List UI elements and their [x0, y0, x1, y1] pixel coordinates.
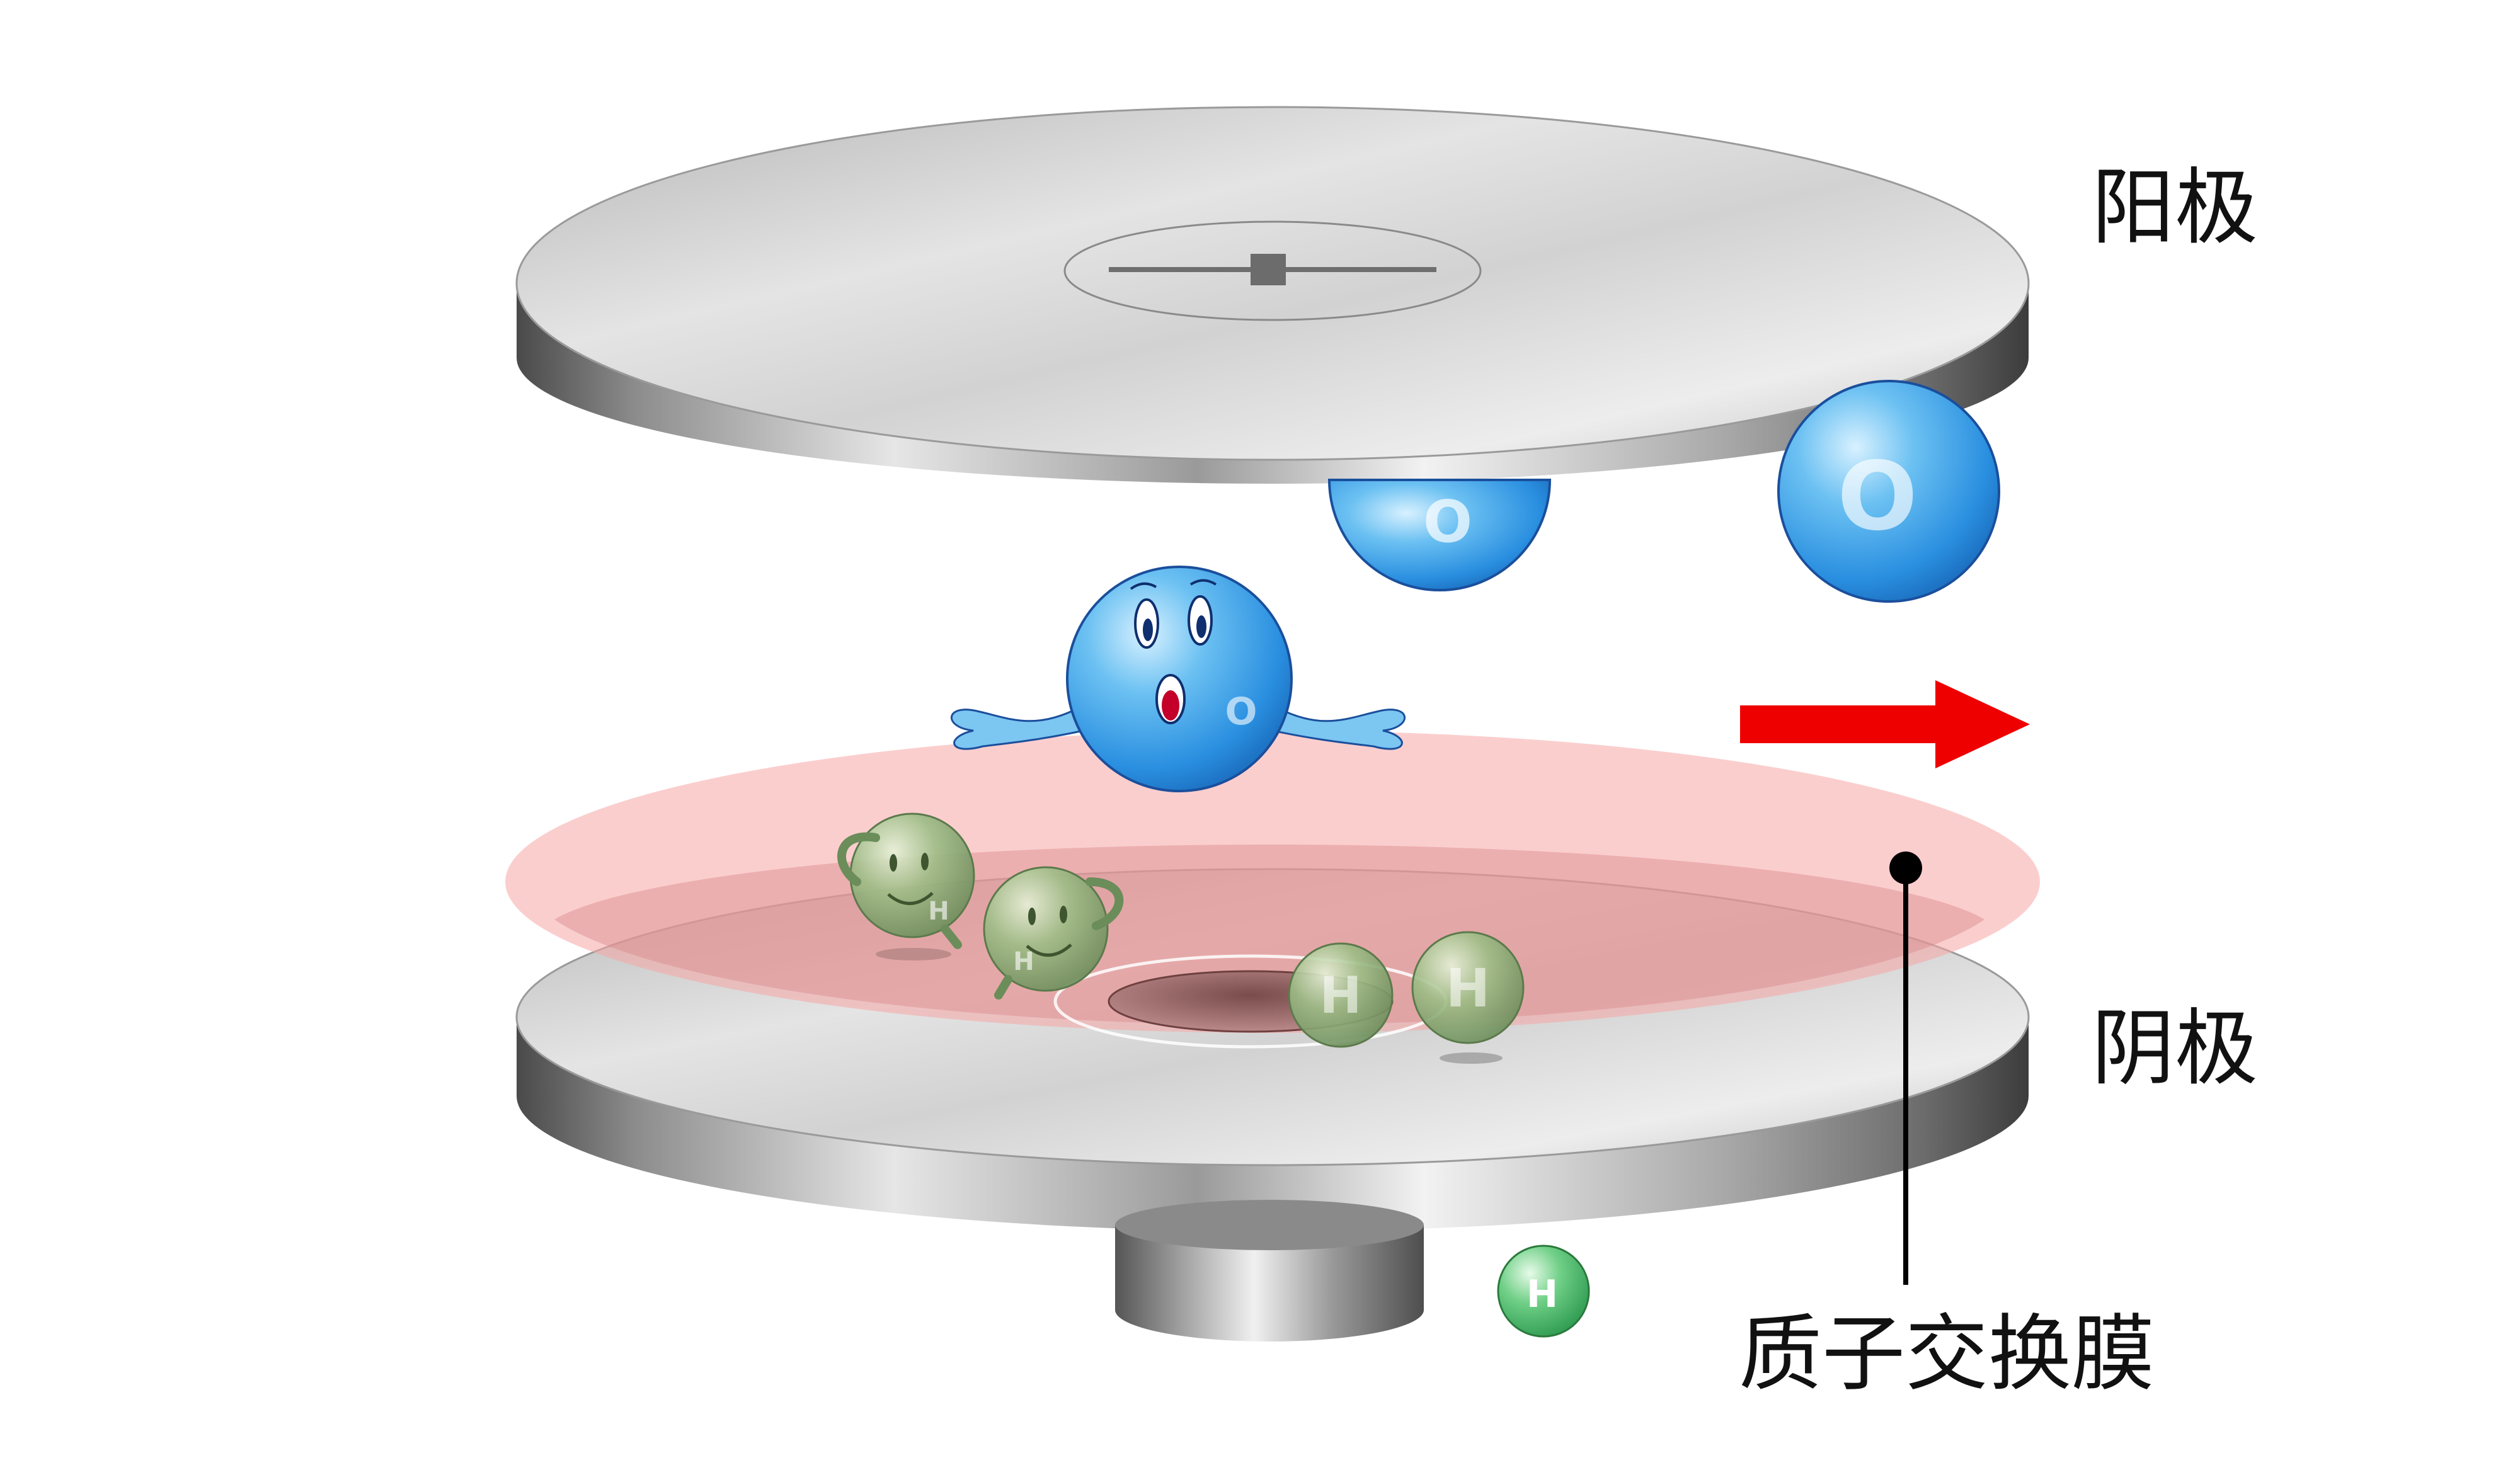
oxygen-atom-2-label: O: [1837, 442, 1918, 552]
hydrogen-atom-5-label: H: [1526, 1272, 1558, 1316]
anode-label: 阳极: [2092, 159, 2258, 256]
anode-center-square: [1251, 254, 1286, 285]
hydrogen-atom-1-label: H: [928, 897, 949, 926]
oxygen-atom-1: O: [1327, 479, 1552, 591]
hydrogen-atom-2-label: H: [1013, 947, 1034, 976]
cathode-label: 阴极: [2092, 1000, 2258, 1097]
oxygen-atom-1-label: O: [1423, 488, 1472, 556]
hydrogen-atom-3: H: [1288, 942, 1394, 1048]
anode-plate: [515, 106, 2030, 484]
hydrogen-atom-2: H: [983, 866, 1124, 1000]
oxygen-character-label: O: [1225, 690, 1257, 734]
hydrogen-atom-3-label: H: [1320, 966, 1362, 1025]
hydrogen-atom-5: H: [1497, 1245, 1590, 1338]
membrane-pointer: [1889, 852, 1922, 1285]
anode-center-ring: [1063, 220, 1482, 321]
hydrogen-atom-1: H: [837, 812, 975, 960]
oxygen-atom-2: O: [1777, 380, 2000, 603]
red-arrow: [1740, 680, 2030, 768]
hydrogen-atom-4-label: H: [1446, 957, 1490, 1019]
hydrogen-atom-4: H: [1411, 931, 1525, 1064]
oxygen-character: O: [950, 566, 1406, 792]
membrane-label: 质子交换膜: [1739, 1306, 2155, 1403]
cathode-stem: [1115, 1200, 1424, 1342]
